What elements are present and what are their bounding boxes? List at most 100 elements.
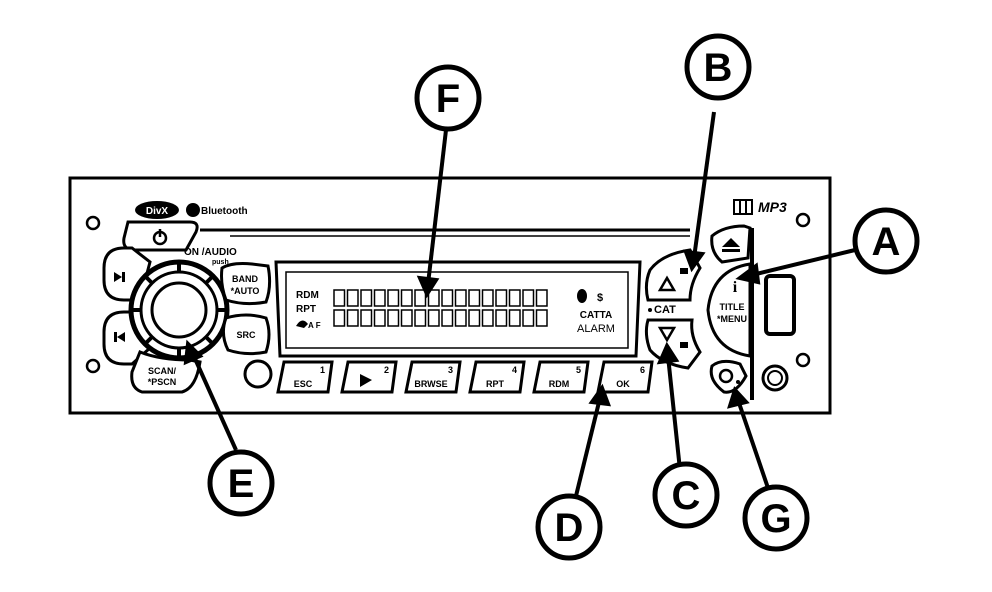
cat-label: CAT <box>654 304 676 316</box>
next-track-icon <box>114 272 125 282</box>
indicator-rpt: RPT <box>296 304 316 315</box>
scan-button[interactable]: SCAN/ *PSCN <box>130 350 202 394</box>
preset-label: ESC <box>294 379 313 389</box>
usb-slot[interactable] <box>764 274 796 336</box>
lcd-cell <box>481 309 494 327</box>
svg-text:SRC: SRC <box>236 330 256 340</box>
preset-number: 4 <box>512 365 517 375</box>
clock-icon <box>718 368 734 384</box>
folder-up-icon <box>680 268 688 274</box>
lcd-cell <box>495 309 508 327</box>
lcd-cell <box>360 289 373 307</box>
lcd-cell <box>333 309 346 327</box>
preset-label: RDM <box>549 379 570 389</box>
lcd-cell <box>346 289 359 307</box>
ipod-logo <box>733 199 753 215</box>
screw-hole-top-left <box>85 215 101 231</box>
lcd-cell <box>400 309 413 327</box>
lcd-cell <box>346 309 359 327</box>
lcd-cell <box>427 289 440 307</box>
callout-f: F <box>414 64 482 132</box>
lcd-cell <box>481 289 494 307</box>
eject-icon <box>722 238 740 252</box>
preset-button-6[interactable]: 6OK <box>596 360 654 394</box>
svg-text:TITLE: TITLE <box>720 302 745 312</box>
power-button[interactable] <box>122 220 199 252</box>
power-icon <box>152 229 168 246</box>
preset-number: 1 <box>320 365 325 375</box>
mp3-logo: MP3 <box>758 199 787 215</box>
svg-text:F: F <box>436 77 460 121</box>
volume-knob[interactable] <box>128 259 230 361</box>
indicator-af: A F <box>308 321 321 330</box>
svg-text:SCAN/: SCAN/ <box>148 366 177 376</box>
indicator-alarm: ALARM <box>577 323 615 335</box>
svg-text:*AUTO: *AUTO <box>231 286 260 296</box>
lcd-cell <box>427 309 440 327</box>
previous-track-icon <box>114 332 125 342</box>
cat-dot <box>648 308 652 312</box>
preset-number: 5 <box>576 365 581 375</box>
lcd-cell <box>508 289 521 307</box>
lcd-cell <box>468 309 481 327</box>
lcd-cell <box>387 309 400 327</box>
lcd-cell <box>414 289 427 307</box>
svg-text:A: A <box>872 220 901 264</box>
lcd-cell <box>535 289 548 307</box>
svg-text:B: B <box>704 46 733 90</box>
traffic-icon <box>296 320 308 328</box>
divx-logo: DivX <box>135 201 179 219</box>
indicator-rdm: RDM <box>296 290 319 301</box>
preset-button-2[interactable]: 2 <box>340 360 398 394</box>
indicator-led <box>736 380 740 384</box>
svg-text:*PSCN: *PSCN <box>148 377 177 387</box>
svg-text:E: E <box>228 462 255 506</box>
eject-button[interactable] <box>710 224 752 264</box>
bluetooth-indicator-icon: $ <box>597 292 603 304</box>
play-pause-icon <box>360 374 372 387</box>
svg-text:G: G <box>760 497 791 541</box>
lcd-cell <box>400 289 413 307</box>
preset-number: 2 <box>384 365 389 375</box>
clock-button[interactable] <box>709 359 748 394</box>
lcd-cell <box>454 289 467 307</box>
svg-text:BAND: BAND <box>232 274 258 284</box>
lcd-cell <box>454 309 467 327</box>
category-up-button[interactable] <box>644 248 702 302</box>
bluetooth-label: Bluetooth <box>201 206 248 217</box>
svg-text:C: C <box>672 474 701 518</box>
lcd-cell <box>441 289 454 307</box>
callout-c: C <box>652 461 720 529</box>
screw-hole-top-right <box>795 212 811 228</box>
display-right-indicators: $ CATTA ALARM <box>577 289 615 335</box>
lcd-cell <box>414 309 427 327</box>
src-button[interactable]: SRC <box>221 313 271 356</box>
info-icon: i <box>733 279 738 296</box>
preset-label: BRWSE <box>414 379 447 389</box>
round-button[interactable] <box>243 359 273 389</box>
lcd-cell <box>373 289 386 307</box>
screw-hole-bottom-right <box>795 352 811 368</box>
indicator-catta: CATTA <box>580 310 612 321</box>
callout-b: B <box>684 33 752 101</box>
callout-e: E <box>207 449 275 517</box>
lcd-cell <box>495 289 508 307</box>
callout-d: D <box>535 493 603 561</box>
power-label: ON /AUDIO <box>184 247 237 258</box>
disc-indicator-icon <box>577 289 587 303</box>
lcd-cell <box>522 289 535 307</box>
band-button[interactable]: BAND *AUTO <box>220 262 272 306</box>
lcd-cell <box>468 289 481 307</box>
lcd-cell <box>535 309 548 327</box>
lcd-cell <box>508 309 521 327</box>
aux-jack[interactable] <box>761 364 789 392</box>
svg-text:D: D <box>555 506 584 550</box>
info-title-menu-button[interactable]: i TITLE *MENU <box>706 262 752 358</box>
preset-label: RPT <box>486 379 505 389</box>
display-left-indicators: RDM RPT A F <box>296 290 321 330</box>
